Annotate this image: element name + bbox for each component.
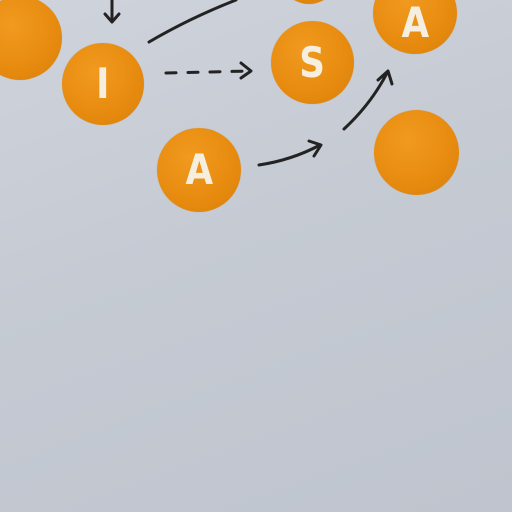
node-s: S [271,21,354,104]
node-a-middle: A [157,128,241,212]
arrow-a-to-right [257,143,322,167]
arrowhead-i-to-s [239,61,253,80]
arrowhead-up-to-a-top [376,69,394,86]
arrow-up-to-a-top [342,71,389,131]
node-a-top-label: A [401,0,429,47]
dashed-arrow-i-to-s [164,69,252,75]
arrowhead-a-to-right [307,139,323,158]
node-right-empty [374,110,459,195]
node-a-middle-label: A [185,145,213,194]
node-i-label: I [96,59,110,108]
node-s-label: S [299,37,326,87]
arrow-i-to-top [147,0,238,44]
node-i: I [62,43,144,125]
arrowhead-down-into-i [103,12,121,24]
node-partial-top [274,0,344,4]
